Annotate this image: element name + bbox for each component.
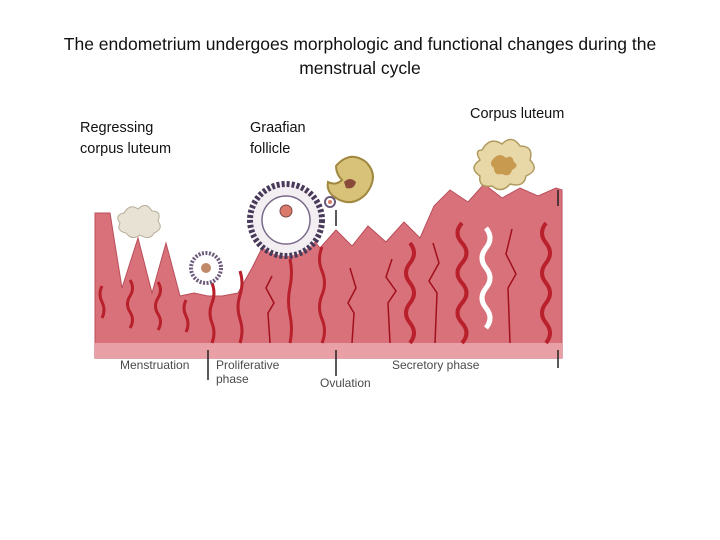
caption-menstruation: Menstruation: [120, 358, 189, 372]
menstruation-glands: [98, 279, 190, 333]
proliferative-glands: [208, 246, 326, 344]
caption-proliferative-phase: phase: [216, 372, 249, 386]
graafian-follicle-shape: [247, 181, 325, 259]
slide-title: The endometrium undergoes morphologic an…: [63, 34, 657, 78]
endometrium-tissue: [94, 183, 563, 359]
corpus-luteum-core: [491, 155, 517, 176]
spiral-arteries: [265, 228, 517, 344]
caption-proliferative: Proliferative: [216, 358, 280, 372]
endometrium-diagram: Menstruation Proliferative phase Ovulati…: [94, 138, 563, 390]
phase-markers: [207, 190, 559, 380]
caption-secretory-phase: Secretory phase: [392, 358, 480, 372]
secretory-gland-lumens: [479, 226, 493, 330]
caption-ovulation: Ovulation: [320, 376, 371, 390]
secretory-glands: [404, 221, 552, 345]
label-corpus-luteum: Corpus luteum: [470, 106, 565, 122]
small-follicle: [189, 251, 223, 285]
ovulation-structure: [324, 155, 374, 208]
regressing-corpus-luteum-shape: [117, 205, 161, 239]
label-regressing-corpus-luteum: Regressing corpus luteum: [80, 120, 172, 157]
label-graafian-follicle: Graafian follicle: [250, 120, 306, 157]
basal-layer: [95, 343, 562, 358]
